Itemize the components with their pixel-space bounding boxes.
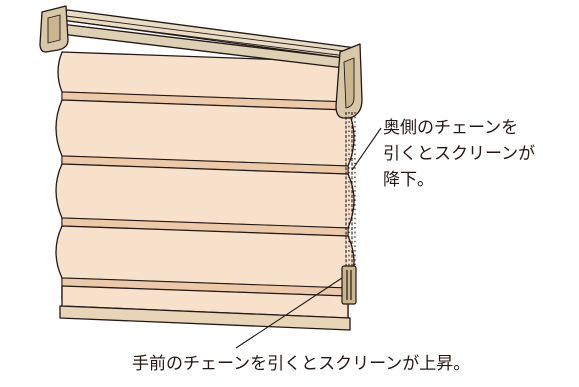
back-chain-leader-line bbox=[351, 127, 382, 171]
fabric-fold bbox=[55, 163, 355, 229]
front-chain-annotation: 手前のチェーンを引くとスクリーンが上昇。 bbox=[132, 354, 471, 374]
chain-weight bbox=[341, 265, 357, 305]
chain-back bbox=[345, 112, 350, 270]
chain-front bbox=[351, 112, 356, 270]
bottom-bar bbox=[59, 305, 351, 331]
back-chain-annotation: 奥側のチェーンを 引くとスクリーンが 降下。 bbox=[383, 115, 535, 193]
screen-fabric bbox=[55, 51, 355, 331]
back-chain-annotation-line: 降下。 bbox=[383, 170, 434, 190]
fabric-fold bbox=[55, 225, 355, 289]
front-chain-leader-line bbox=[235, 277, 343, 349]
fabric-fold bbox=[55, 99, 355, 167]
back-chain-annotation-line: 奥側のチェーンを bbox=[383, 118, 519, 138]
back-chain-annotation-line: 引くとスクリーンが bbox=[383, 144, 536, 164]
headrail bbox=[39, 5, 363, 119]
